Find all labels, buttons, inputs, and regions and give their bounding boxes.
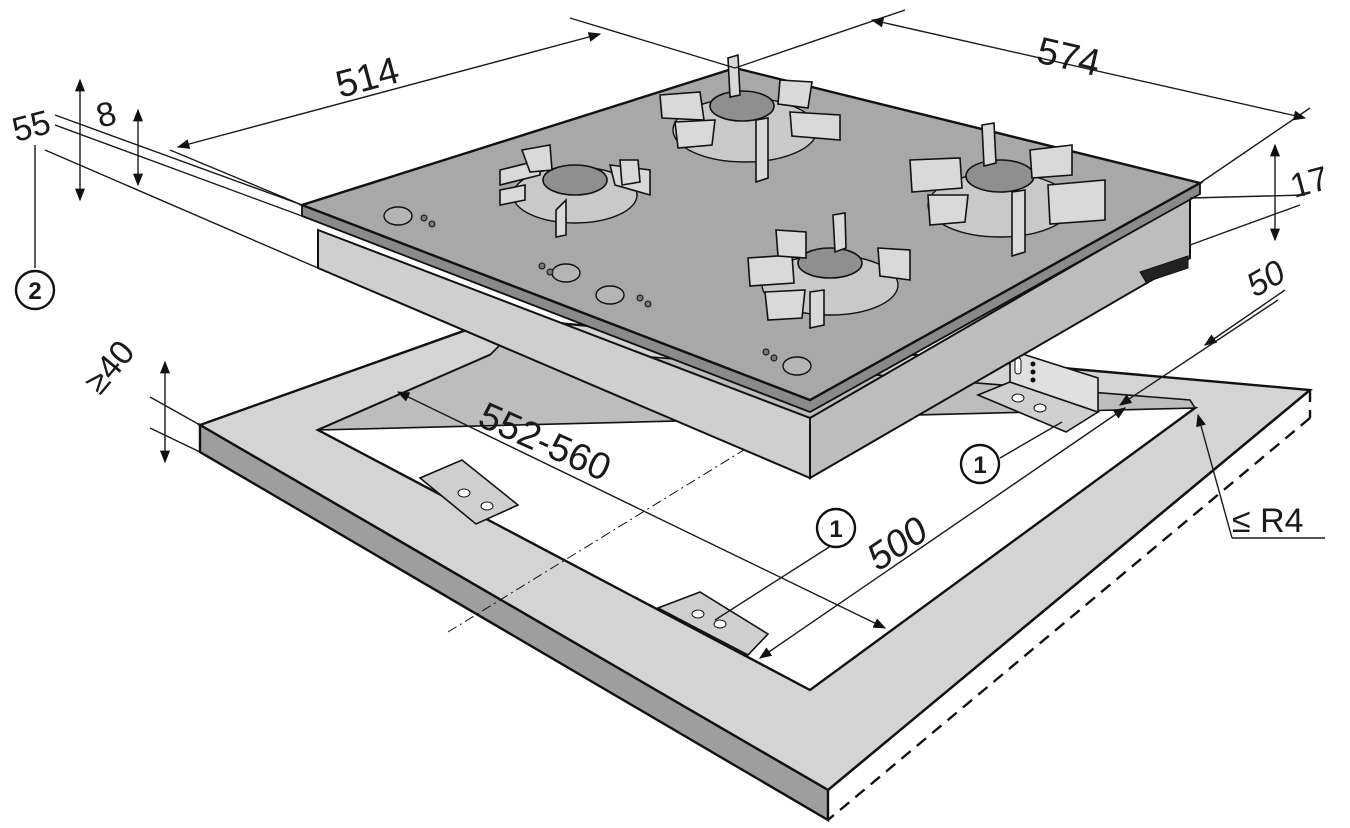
dim-total-height-label: 55 bbox=[8, 103, 54, 149]
callout-1-right-label: 1 bbox=[973, 452, 986, 479]
knob-1 bbox=[383, 206, 436, 228]
dim-rear-clearance-label: 50 bbox=[1240, 253, 1292, 305]
burner-rear-left bbox=[499, 144, 651, 238]
knob-3 bbox=[595, 285, 652, 308]
callout-1-front: 1 bbox=[815, 507, 857, 549]
dim-width-label: 574 bbox=[1033, 30, 1104, 85]
callout-1-right: 1 bbox=[959, 443, 1001, 485]
callouts: 1 1 2 bbox=[14, 269, 1001, 549]
dim-depth-label: 514 bbox=[331, 50, 403, 107]
dim-cutout-depth-label: 500 bbox=[860, 509, 936, 579]
dimension-lines bbox=[34, 9, 1325, 659]
burner-rear-centre bbox=[659, 53, 841, 184]
dim-front-edge-label: 17 bbox=[1286, 159, 1332, 205]
knob-4 bbox=[762, 348, 812, 376]
callout-1-front-label: 1 bbox=[829, 516, 842, 543]
worktop bbox=[197, 316, 1314, 823]
worktop-right-bottom-edge bbox=[827, 417, 1311, 821]
dim-corner-radius-label: ≤ R4 bbox=[1232, 502, 1304, 540]
callout-2-label: 2 bbox=[28, 278, 41, 305]
control-knobs bbox=[383, 206, 812, 376]
callout-2: 2 bbox=[14, 269, 56, 311]
worktop-right-top-edge bbox=[827, 389, 1311, 791]
burner-front bbox=[747, 212, 911, 329]
dim-worktop-thickness-label: ≥40 bbox=[77, 333, 142, 401]
hob-body-foot bbox=[1139, 255, 1189, 283]
burner-right bbox=[909, 122, 1106, 258]
knob-2 bbox=[538, 262, 581, 283]
